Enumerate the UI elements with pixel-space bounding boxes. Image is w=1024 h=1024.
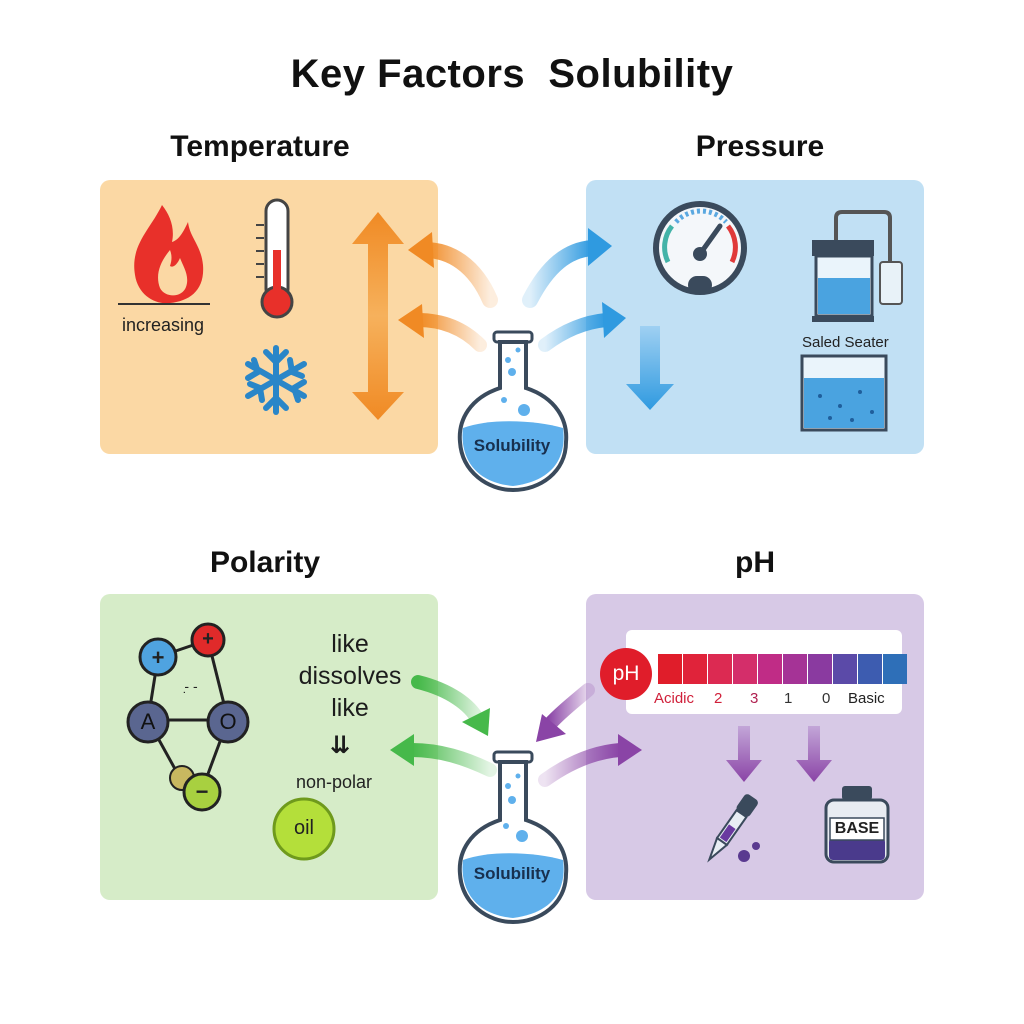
ph-scale-strip: pH Acidic 2 3 1 0 Basic <box>600 630 907 714</box>
ph-down-arrow-right <box>796 726 832 782</box>
ph-color-cell-8 <box>858 654 882 684</box>
ph-arrow-out <box>538 734 642 787</box>
temperature-heading: Temperature <box>170 130 350 163</box>
atom-minus-label: − <box>195 779 209 804</box>
ph-label-basic: Basic <box>848 690 885 707</box>
molecule-icon <box>126 622 250 812</box>
ph-color-cell-7 <box>833 654 857 684</box>
thermometer-icon <box>256 198 294 319</box>
sealed-container-label: Saled Seater <box>802 334 889 351</box>
ph-badge: pH <box>600 648 652 700</box>
ph-color-scale <box>658 654 908 684</box>
ph-color-cell-4 <box>758 654 782 684</box>
oil-droplet-icon <box>272 797 336 861</box>
ph-heading: pH <box>735 546 775 579</box>
molecule-center-mark: -̣ - <box>184 678 198 694</box>
ph-label-3: 3 <box>750 690 759 707</box>
temperature-arrow-lower <box>398 304 487 352</box>
dropper-icon <box>707 794 760 863</box>
base-bottle-icon <box>824 786 890 864</box>
like-dissolves-like-line3: like <box>331 694 369 722</box>
increasing-label: increasing <box>122 315 205 335</box>
atom-a-label: A <box>140 709 156 734</box>
like-dissolves-like-line1: like <box>331 630 369 658</box>
snowflake-icon <box>245 345 307 415</box>
down-arrow-icon <box>626 326 674 410</box>
atom-plus-left: + <box>151 645 165 670</box>
atom-plus-right: + <box>202 628 214 650</box>
ph-color-cell-2 <box>708 654 732 684</box>
pressure-arrow-upper <box>522 228 612 308</box>
ph-color-cell-5 <box>783 654 807 684</box>
pressure-gauge-icon <box>653 201 747 295</box>
base-bottle-label: BASE <box>834 820 880 837</box>
polarity-arrow-out <box>390 734 497 777</box>
oil-label: oil <box>293 817 314 839</box>
polarity-arrow-in <box>411 675 490 736</box>
ph-color-cell-9 <box>883 654 907 684</box>
ph-label-acidic: Acidic <box>654 690 695 707</box>
ph-arrow-in <box>536 683 595 742</box>
up-down-arrow-icon <box>352 212 404 420</box>
sealed-container-icon <box>812 210 903 322</box>
flask-label-top: Solubility <box>473 436 551 455</box>
fire-icon <box>118 205 210 305</box>
ph-color-cell-3 <box>733 654 757 684</box>
flask-icon <box>457 330 569 493</box>
polarity-heading: Polarity <box>209 546 321 579</box>
flask-icon-bottom <box>457 750 569 925</box>
pressure-heading: Pressure <box>695 130 825 163</box>
beaker-icon <box>800 354 888 432</box>
ph-scale-labels: Acidic 2 3 1 0 Basic <box>654 690 898 707</box>
ph-label-0: 0 <box>822 690 831 707</box>
non-polar-label: non-polar <box>296 772 373 792</box>
ph-color-cell-6 <box>808 654 832 684</box>
ph-color-cell-0 <box>658 654 682 684</box>
ph-color-cell-1 <box>683 654 707 684</box>
diagram-title: Key Factors Solubility <box>290 52 734 96</box>
flask-label-bottom: Solubility <box>473 864 551 883</box>
atom-o-label: O <box>219 709 237 734</box>
double-down-arrow: ⇊ <box>329 732 351 759</box>
ph-label-1: 1 <box>784 690 793 707</box>
pressure-arrow-lower <box>538 302 626 352</box>
ph-down-arrow-left <box>726 726 762 782</box>
temperature-arrow-upper <box>408 232 498 308</box>
ph-label-2: 2 <box>714 690 723 707</box>
like-dissolves-like-line2: dissolves <box>298 662 402 690</box>
